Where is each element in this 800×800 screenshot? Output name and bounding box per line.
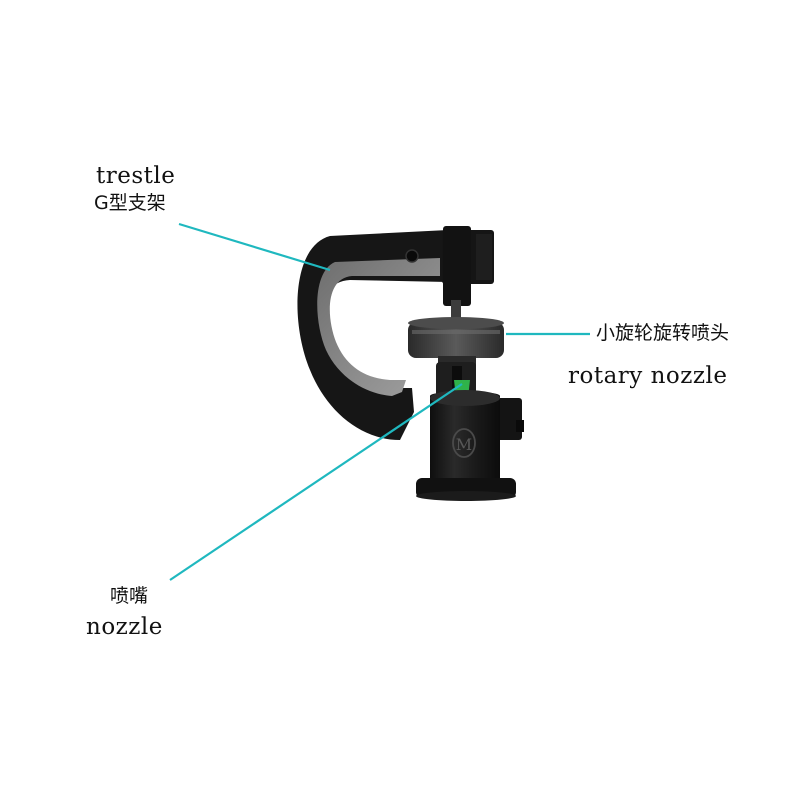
nozzle-label-en: nozzle [86, 614, 163, 640]
nozzle-label-zh: 喷嘴 [110, 585, 149, 607]
logo-badge [452, 428, 476, 458]
trestle-leader-line [178, 222, 331, 272]
axle-pin [451, 300, 461, 322]
nozzle-leader-line [169, 383, 463, 581]
trestle-label-zh: G型支架 [94, 192, 166, 214]
rotary-nozzle-label-zh: 小旋轮旋转喷头 [596, 322, 730, 344]
trestle-inner-face [317, 258, 440, 396]
trestle-top-block-side [476, 234, 492, 280]
trestle-post [443, 226, 471, 306]
rotary-wheel [408, 317, 504, 368]
trestle-rivet [405, 249, 419, 263]
sprinkler-body: M [416, 390, 524, 501]
trestle-label-en: trestle [96, 163, 176, 189]
trestle-frame [297, 226, 494, 440]
logo-mark: M [456, 435, 472, 454]
rotary-nozzle-label-en: rotary nozzle [568, 363, 728, 389]
